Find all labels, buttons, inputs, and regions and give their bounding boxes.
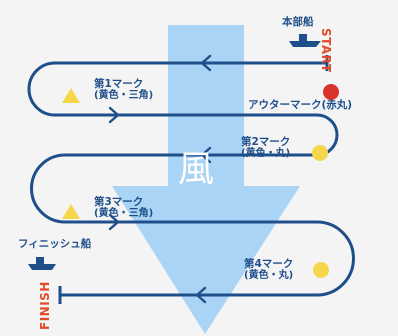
mark-3-label: 第3マーク (黄色・三角) (94, 196, 153, 220)
wind-label: 風 (178, 149, 215, 190)
arrow-right-1 (108, 106, 120, 124)
mark-1-yellow-triangle (62, 88, 80, 103)
mark-2-subtitle: (黄色・丸) (241, 148, 291, 159)
mark-3-title: 第3マーク (94, 196, 144, 208)
outer-mark-label: アウターマーク(赤丸) (248, 99, 353, 111)
mark-1-title: 第1マーク (94, 78, 144, 90)
wind-arrow (112, 25, 300, 334)
mark-2-label: 第2マーク (黄色・丸) (241, 136, 290, 160)
mark-4-yellow-circle (313, 262, 329, 278)
mark-1-label: 第1マーク (黄色・三角) (94, 78, 153, 102)
course-line (27, 61, 355, 297)
direction-arrows (108, 54, 212, 304)
mark-4-label: 第4マーク (黄色・丸) (244, 258, 293, 282)
arrow-right-2 (108, 213, 120, 231)
mark-3-yellow-triangle (62, 204, 80, 219)
finish-boat-label: フィニッシュ船 (18, 238, 92, 250)
mark-3-subtitle: (黄色・三角) (94, 208, 154, 219)
finish-boat-icon (28, 257, 56, 270)
mark-4-title: 第4マーク (244, 258, 294, 270)
arrow-left-3 (195, 286, 207, 304)
mark-2-yellow-circle (312, 145, 328, 161)
arrow-left-1 (200, 54, 212, 72)
finish-label: FINISH (38, 281, 52, 330)
mark-1-subtitle: (黄色・三角) (94, 90, 154, 101)
mark-2-title: 第2マーク (241, 136, 291, 148)
start-label: START (319, 28, 333, 73)
mark-4-subtitle: (黄色・丸) (244, 270, 294, 281)
outer-mark-red (323, 84, 339, 100)
committee-boat-label: 本部船 (282, 16, 314, 28)
arrow-left-2 (200, 146, 212, 164)
committee-boat-icon (289, 34, 321, 47)
